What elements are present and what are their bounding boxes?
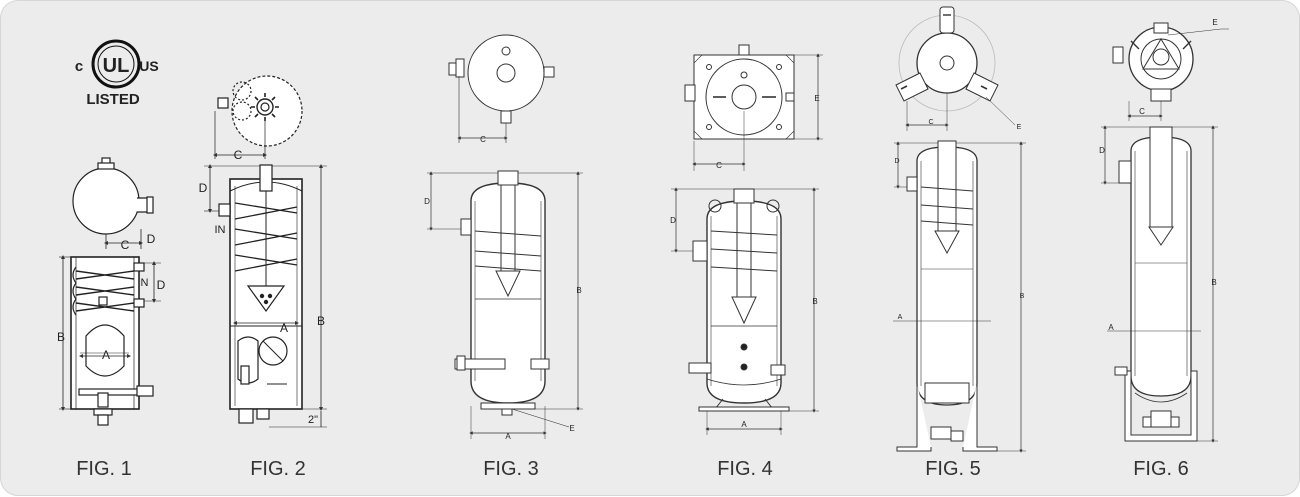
fig3-drawing [427,34,583,439]
fig5-label-a: A [898,314,903,321]
fig6-labels: E C D A B [1099,18,1218,332]
fig5-label-b: B [1020,293,1025,300]
fig1-label-c: C [121,238,130,252]
fig3-label-b: B [576,286,581,295]
fig1-label-a: A [102,348,110,362]
fig2-label-c: C [234,148,243,162]
fig1-label-b: B [57,330,65,344]
fig2-caption: FIG. 2 [250,458,306,480]
fig2-label-d: D [199,181,208,195]
fig4-label-d: D [670,216,676,225]
fig2-label-b: B [317,314,325,328]
ul-logo-right: US [139,58,158,74]
fig3-label-c: C [480,135,486,144]
ul-logo-caption: LISTED [86,91,140,108]
fig6-label-a: A [1108,323,1114,332]
ul-logo-mark: UL [103,55,130,77]
fig1-labels: C D D IN B A [57,232,166,362]
fig4-labels: C E D B A [670,94,820,429]
ul-listed-logo: UL c US LISTED [75,39,159,108]
fig6-label-b: B [1211,278,1216,287]
fig6-label-e: E [1212,18,1217,27]
fig1-drawing [59,157,161,426]
fig2-drawing [204,75,327,428]
fig2-label-in: IN [215,224,226,236]
fig5-labels: C E D A B [894,119,1024,321]
fig4-label-b: B [812,297,817,306]
fig5-label-d: D [894,158,899,165]
fig3-labels: C D B A E [424,135,582,441]
fig5-label-e: E [1017,124,1022,131]
fig3-caption: FIG. 3 [483,458,539,480]
fig3-label-a: A [505,432,511,441]
fig3-label-d: D [424,197,430,206]
fig2-label-clearance: 2" [308,414,318,426]
fig4-label-e: E [814,94,819,103]
fig4-label-a: A [741,420,747,429]
fig1-label-d-top: D [147,232,156,246]
fig1-caption: FIG. 1 [76,458,132,480]
fig1-label-in: IN [138,277,149,289]
fig6-drawing [1101,22,1229,443]
fig3-label-e: E [569,424,574,433]
fig2-labels: C D IN A B 2" [199,148,325,426]
fig3-top-view [467,34,545,112]
fig1-top-view [72,167,140,235]
fig1-label-d-side: D [157,278,166,292]
fig6-label-c: C [1139,107,1145,116]
fig5-label-c: C [928,119,933,126]
fig6-caption: FIG. 6 [1133,458,1189,480]
fig4-drawing [671,44,823,435]
ul-logo-left: c [75,58,83,75]
fig4-caption: FIG. 4 [717,458,773,480]
fig4-label-c: C [716,161,722,170]
fig5-drawing [893,6,1026,453]
fig6-label-d: D [1099,146,1105,155]
fig2-label-a: A [280,321,288,335]
fig5-caption: FIG. 5 [925,458,981,480]
